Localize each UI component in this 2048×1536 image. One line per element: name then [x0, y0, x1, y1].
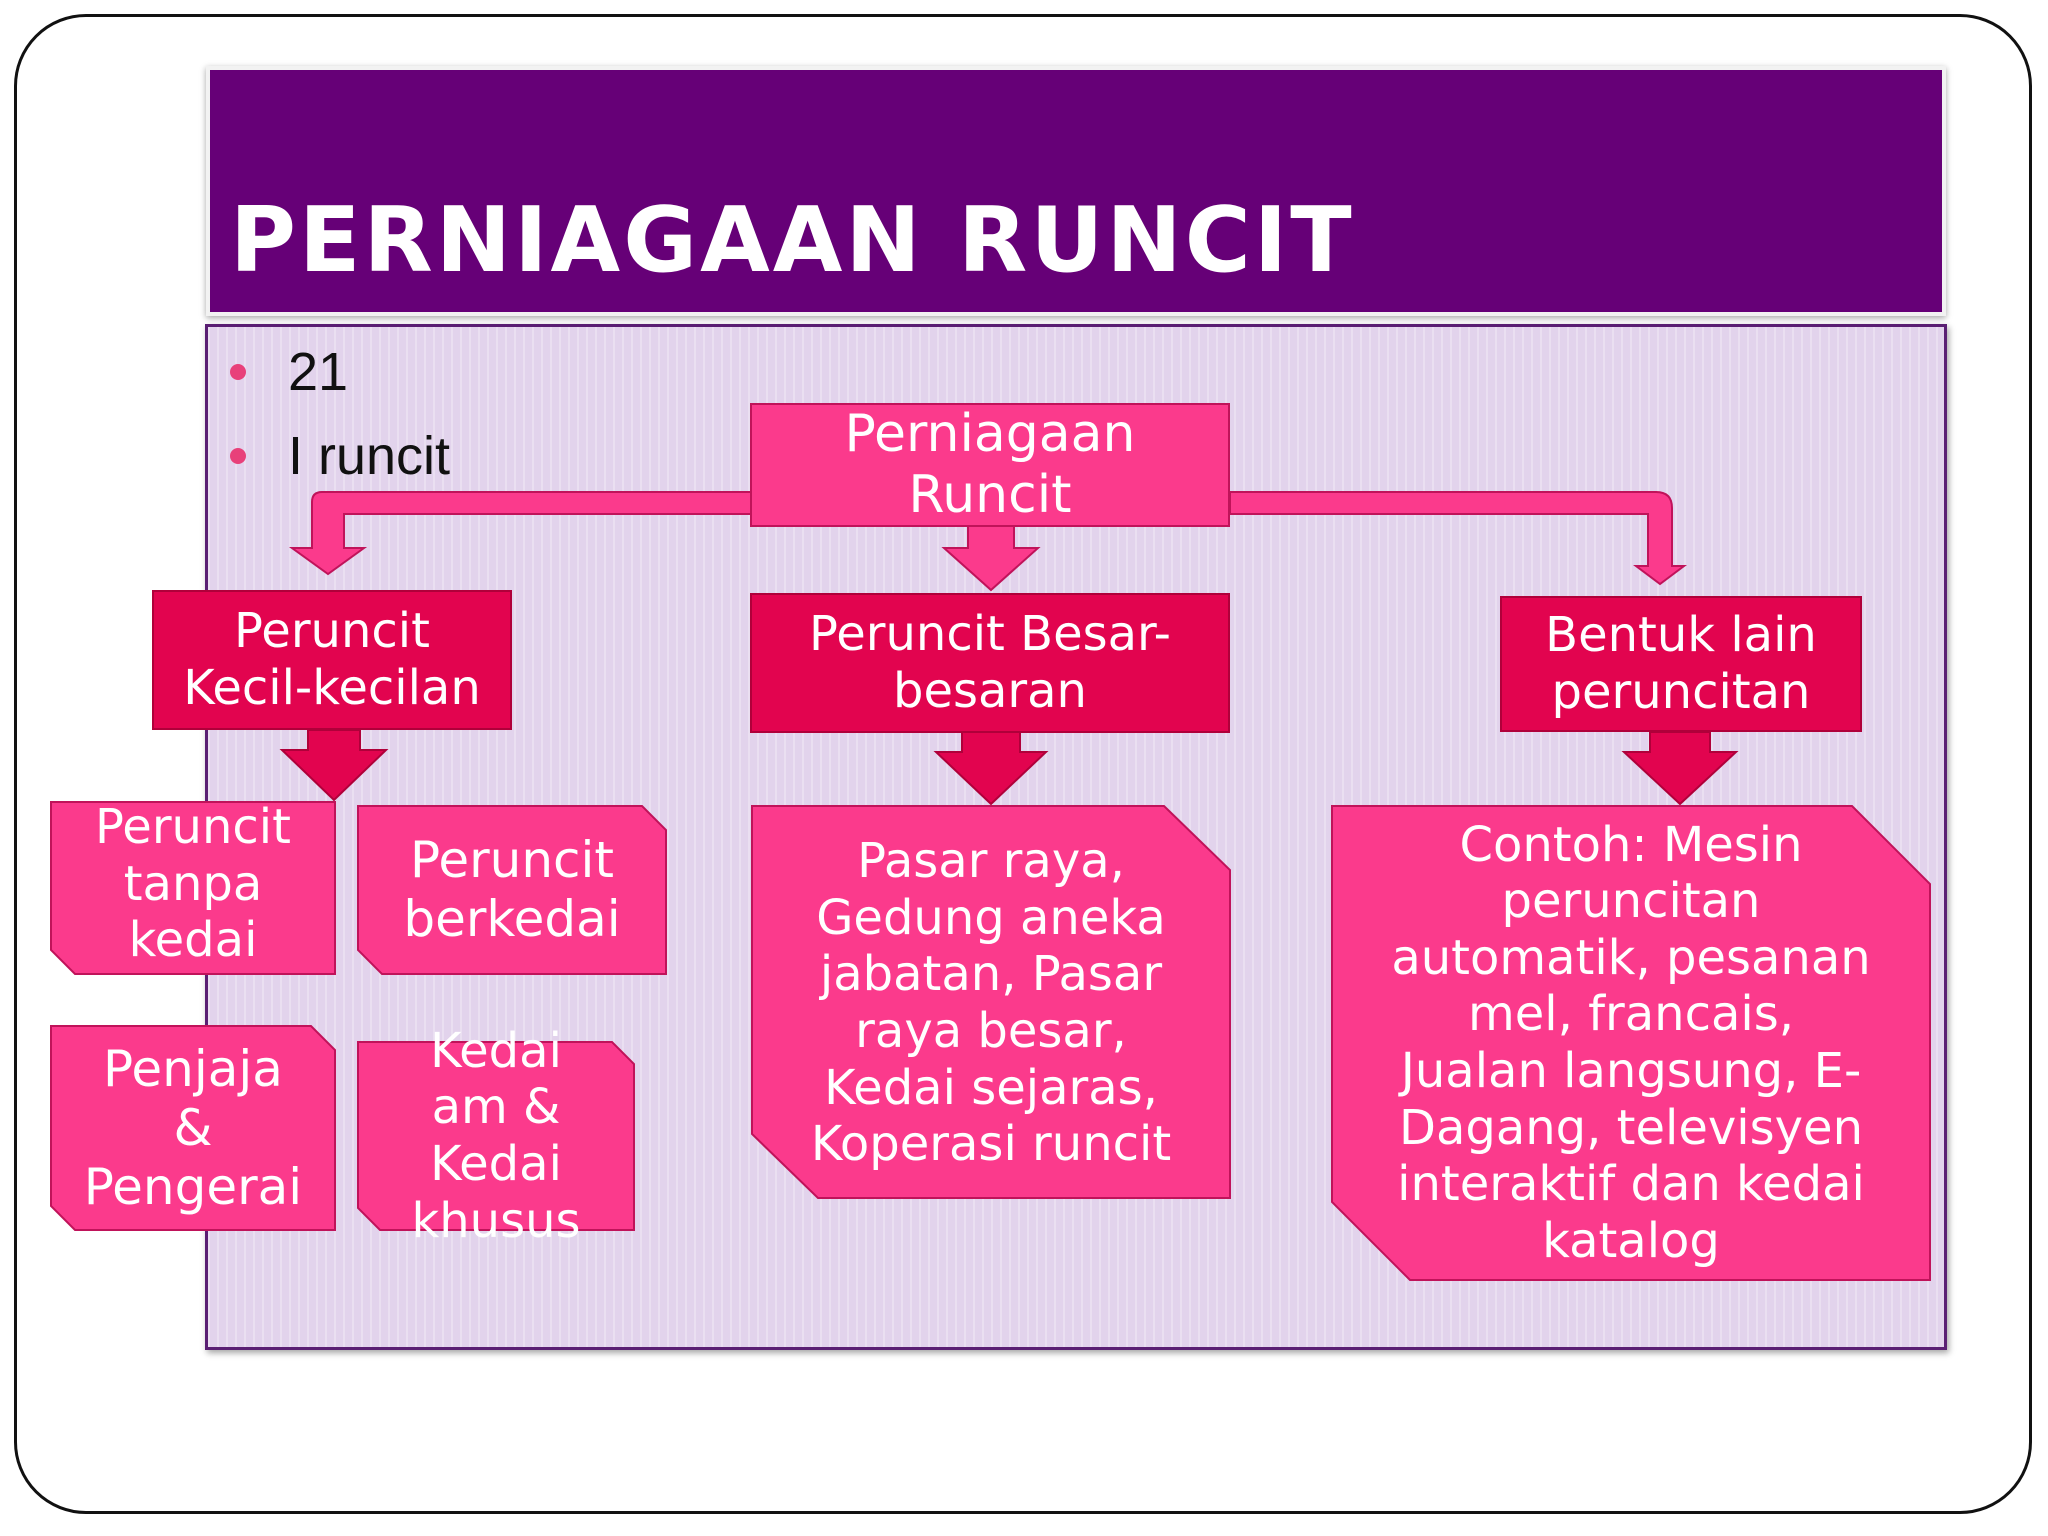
node-category-other: Bentuk lain peruncitan: [1500, 596, 1862, 732]
node-category-large: Peruncit Besar- besaran: [750, 593, 1230, 733]
node-type-text: Kedai am & Kedai khusus: [411, 1022, 581, 1249]
node-large-examples-shape: [751, 805, 1231, 1199]
bullet-text: 21: [288, 342, 349, 402]
bullet-item: 21: [230, 340, 450, 424]
node-type-text: Penjaja & Pengerai: [83, 1039, 303, 1216]
node-type-shape: [357, 1041, 635, 1231]
node-category-small: Peruncit Kecil-kecilan: [152, 590, 512, 730]
bullet-item: I runcit: [230, 424, 450, 508]
bullet-text: I runcit: [288, 426, 451, 486]
node-type-shape: [50, 1025, 336, 1231]
node-type-shape: [357, 805, 667, 975]
node-type-shape: [50, 801, 336, 975]
node-other-examples-text: Contoh: Mesin peruncitan automatik, pesa…: [1391, 816, 1871, 1269]
node-large-examples-text: Pasar raya, Gedung aneka jabatan, Pasar …: [810, 833, 1172, 1173]
arrow-middle-to-examples: [933, 731, 1049, 806]
node-other-examples-shape: [1331, 805, 1931, 1281]
arrow-left-to-types: [279, 729, 389, 802]
bullet-dot-icon: [230, 448, 246, 464]
arrow-right-to-examples: [1621, 731, 1739, 806]
arrow-root-to-middle: [941, 525, 1041, 592]
node-root: Perniagaan Runcit: [750, 403, 1230, 527]
bullet-dot-icon: [230, 364, 246, 380]
bullet-list: 21 I runcit: [230, 340, 450, 508]
node-type-text: Peruncit tanpa kedai: [95, 799, 291, 969]
title-bar: PERNIAGAAN RUNCIT: [206, 66, 1946, 316]
connector-right: [1229, 491, 1687, 586]
slide-title: PERNIAGAAN RUNCIT: [230, 188, 1355, 293]
node-type-text: Peruncit berkedai: [403, 831, 621, 948]
connector-left: [288, 491, 753, 576]
